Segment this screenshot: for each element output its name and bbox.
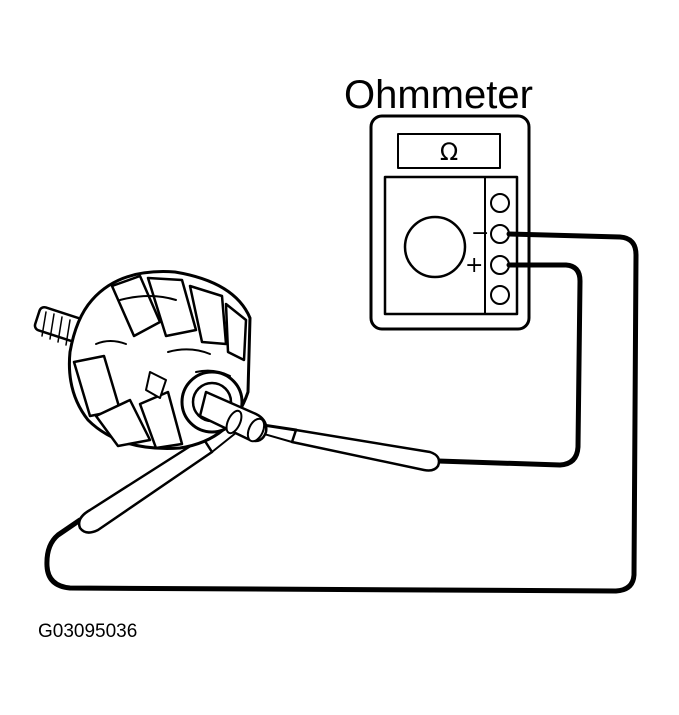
positive-label: +	[465, 253, 483, 278]
figure-code: G03095036	[38, 621, 137, 642]
claw-pole-3	[188, 284, 228, 346]
slip-ring-2	[246, 417, 266, 443]
claw-pole-6	[94, 398, 152, 448]
probe-positive-handle	[290, 428, 441, 472]
slip-ring-1	[225, 409, 243, 435]
probe-positive[interactable]	[248, 421, 441, 472]
terminal-jack-positive[interactable]	[490, 255, 510, 275]
negative-lead-wire	[44, 231, 639, 594]
positive-lead-wire	[435, 262, 583, 468]
claw-pole-4	[224, 302, 248, 362]
ohmmeter-display	[397, 133, 501, 169]
test-leads	[44, 231, 639, 594]
terminal-jack-4[interactable]	[490, 285, 510, 305]
rotor-shade-2	[95, 340, 127, 345]
negative-label: −	[471, 221, 489, 246]
rotor-shade-1	[119, 295, 177, 301]
alternator-rotor	[33, 270, 268, 450]
rotor-fin	[145, 371, 167, 399]
claw-pole-1	[110, 274, 162, 338]
claw-pole-2	[146, 276, 198, 338]
terminal-jack-negative[interactable]	[490, 224, 510, 244]
ohmmeter-title: Ohmmeter	[344, 73, 533, 117]
probe-negative-handle	[77, 436, 214, 534]
ohm-symbol: Ω	[440, 138, 458, 166]
range-dial[interactable]	[403, 215, 467, 279]
rotor-shade-3	[167, 348, 211, 355]
ohmmeter: Ω − +	[369, 114, 531, 331]
terminal-jack-1[interactable]	[490, 193, 510, 213]
